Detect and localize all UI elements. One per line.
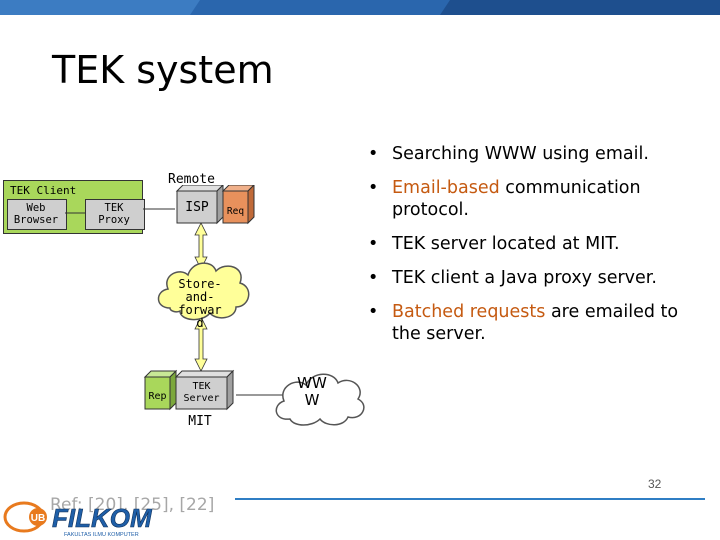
footer-divider — [235, 498, 705, 500]
bullet-2-text: Email-based communication protocol. — [392, 177, 692, 221]
bullet-dot: • — [368, 234, 379, 254]
bullet-1: • Searching WWW using email. — [368, 143, 698, 167]
logo-wordmark: FILKOM — [52, 503, 153, 533]
bullet-2: • Email-based communication protocol. — [368, 177, 698, 223]
reference-text: Ref: [20], [25], [22] — [50, 495, 215, 515]
bullet-5: • Batched requests are emailed to the se… — [368, 301, 698, 347]
tek-client-label: TEK Client — [10, 184, 77, 197]
tek-proxy-label: TEK Proxy — [85, 202, 143, 226]
top-banner — [0, 0, 720, 15]
www-label-line2: W — [304, 391, 320, 409]
store-label-line4: d — [196, 316, 204, 330]
tek-server-label-line2: Server — [183, 393, 220, 404]
store-label-line3: forwar — [178, 303, 222, 317]
web-browser-label: Web Browser — [7, 202, 65, 226]
bullet-4: • TEK client a Java proxy server. — [368, 267, 698, 291]
bullet-5-rest: are emailed to the server. — [392, 302, 679, 344]
bullet-2-rest: communication protocol. — [392, 178, 641, 220]
store-and-forward-cloud-icon — [157, 262, 250, 321]
store-label-line2: and- — [185, 290, 215, 304]
remote-label: Remote — [168, 172, 215, 187]
store-label-line1: Store- — [178, 277, 222, 291]
network-diagram: TEK Client Web Browser TEK Proxy Remote … — [0, 165, 380, 445]
bullet-3-text: TEK server located at MIT. — [392, 234, 620, 254]
bullet-dot: • — [368, 302, 379, 322]
bullet-dot: • — [368, 178, 379, 198]
tek-server-label-line1: TEK — [192, 381, 211, 392]
bullet-1-text: Searching WWW using email. — [392, 144, 649, 164]
web-browser-box — [7, 199, 67, 230]
bullet-5-highlight: Batched requests — [392, 302, 546, 322]
web-browser-label-line2: Browser — [13, 214, 59, 226]
page-number: 32 — [648, 477, 662, 491]
bullet-4-text: TEK client a Java proxy server. — [392, 268, 657, 288]
web-browser-label-line1: Web — [26, 202, 46, 214]
isp-box — [175, 185, 255, 225]
mit-label: MIT — [188, 414, 212, 429]
tek-proxy-label-line1: TEK — [104, 202, 124, 214]
bullet-3: • TEK server located at MIT. — [368, 233, 698, 257]
req-label: Req — [226, 206, 245, 217]
tek-proxy-label-line2: Proxy — [98, 214, 130, 226]
tek-server-label: TEK Server — [176, 381, 227, 405]
browser-proxy-link — [65, 208, 290, 396]
slide-title: TEK system — [52, 48, 274, 92]
bullet-dot: • — [368, 268, 379, 288]
filkom-logo: UB FILKOM FAKULTAS ILMU KOMPUTER — [3, 501, 153, 538]
svg-text:FAKULTAS ILMU KOMPUTER: FAKULTAS ILMU KOMPUTER — [64, 532, 139, 538]
svg-text:UB: UB — [31, 513, 45, 524]
tek-server-box — [143, 369, 235, 411]
www-label: WW W — [292, 375, 332, 409]
tek-proxy-box — [85, 199, 145, 230]
bullet-5-text: Batched requests are emailed to the serv… — [392, 301, 692, 345]
isp-label: ISP — [185, 200, 209, 215]
bullet-2-highlight: Email-based — [392, 178, 500, 198]
rep-label: Rep — [148, 391, 167, 402]
bullet-dot: • — [368, 144, 379, 164]
store-and-forward-label: Store- and- forwar d — [165, 278, 235, 330]
www-cloud-icon — [275, 373, 365, 426]
www-label-line1: WW — [297, 374, 327, 392]
